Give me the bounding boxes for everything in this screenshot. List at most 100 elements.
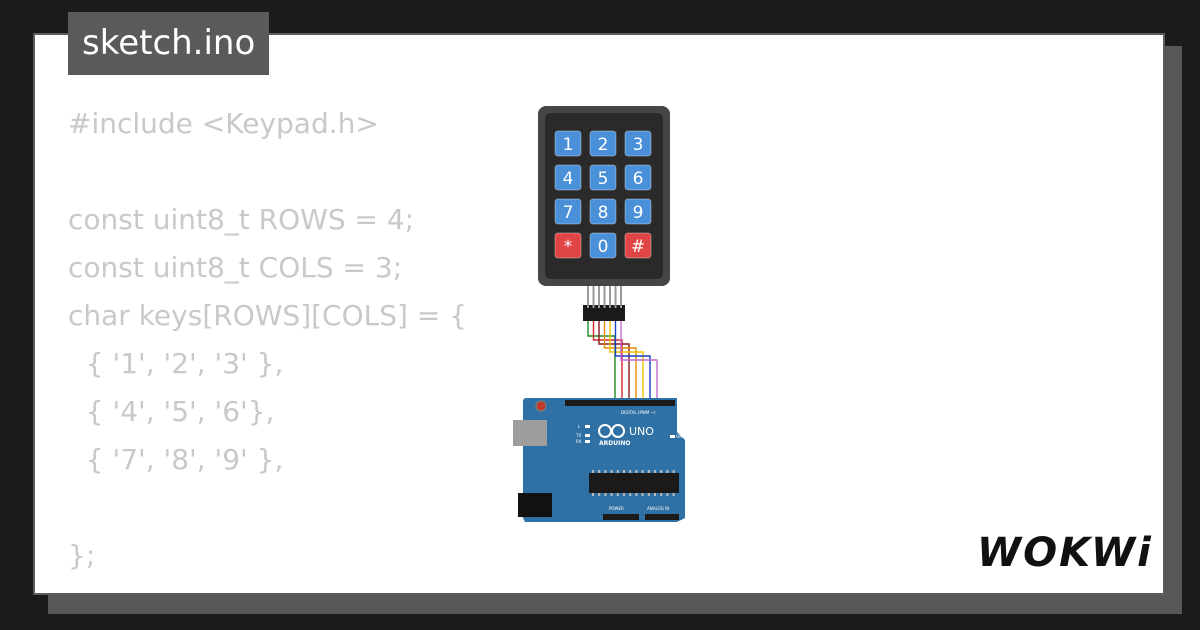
- chip-pin: [672, 493, 675, 496]
- wire: [592, 321, 623, 400]
- chip-pin: [604, 470, 607, 473]
- power-header: [603, 514, 639, 520]
- chip-pin: [660, 470, 663, 473]
- analog-header: [645, 514, 679, 520]
- chip-pin: [666, 470, 669, 473]
- keypad-key[interactable]: 3: [624, 130, 652, 157]
- keypad[interactable]: 1 2 3 4 5 6 7 8 9 * 0 #: [538, 106, 670, 286]
- header-pin: [598, 286, 600, 308]
- chip-pin: [616, 493, 619, 496]
- chip-pin: [641, 493, 644, 496]
- chip-pin: [623, 493, 625, 496]
- code-line: const uint8_t COLS = 3;: [68, 251, 403, 284]
- keypad-key-label: 0: [598, 237, 609, 257]
- code-line: [68, 484, 467, 532]
- arduino-uno-board: UNO ARDUINO DIGITAL (PWM ~) POWER ANALOG…: [513, 398, 685, 522]
- code-line: char keys[ROWS][COLS] = {: [68, 299, 467, 332]
- code-line: { '7', '8', '9' },: [68, 443, 284, 476]
- header-pin: [592, 286, 595, 308]
- chip-pin: [672, 470, 675, 473]
- keypad-key[interactable]: 8: [589, 198, 617, 225]
- header-connector: [583, 305, 625, 321]
- keypad-key-label: 2: [598, 135, 609, 155]
- code-line: { '1', '2', '3' },: [68, 347, 284, 380]
- keypad-key-label: *: [564, 237, 573, 257]
- chip-pin: [592, 470, 594, 473]
- keypad-key[interactable]: 5: [589, 164, 617, 191]
- usb-port: [513, 420, 547, 446]
- wires: [587, 321, 658, 400]
- led-label: RX: [576, 439, 582, 444]
- circuit-diagram: 1 2 3 4 5 6 7 8 9 * 0 # UNO ARDUINO DIGITAL (PWM ~)…: [513, 106, 685, 522]
- header-pin: [620, 286, 622, 308]
- chip-pin: [616, 470, 619, 473]
- file-tab[interactable]: sketch.ino: [68, 12, 270, 75]
- chip-pin: [604, 493, 607, 496]
- keypad-header: [583, 286, 625, 321]
- led-on: [670, 435, 675, 438]
- chip-pin: [610, 470, 613, 473]
- keypad-key-label: 7: [563, 203, 574, 223]
- header-pin: [614, 286, 617, 308]
- keypad-key[interactable]: 6: [624, 164, 652, 191]
- digital-pins-label: DIGITAL (PWM ~): [621, 410, 656, 415]
- header-pin: [587, 286, 589, 308]
- keypad-key-label: #: [631, 237, 645, 257]
- chip-pin: [629, 470, 632, 473]
- chip-pin: [598, 493, 601, 496]
- keypad-key-label: 9: [633, 203, 644, 223]
- code-line: const uint8_t ROWS = 4;: [68, 203, 415, 236]
- file-tab-title: sketch.ino: [82, 23, 256, 63]
- chip-pin: [623, 470, 625, 473]
- code-line: };: [68, 539, 96, 572]
- power-label: POWER: [609, 506, 624, 511]
- wire: [609, 321, 644, 400]
- led-l: [585, 425, 590, 428]
- keypad-key-label: 1: [563, 135, 574, 155]
- keypad-key[interactable]: 9: [624, 198, 652, 225]
- chip-pin: [635, 493, 638, 496]
- keypad-key-label: 3: [633, 135, 644, 155]
- chip-pin: [660, 493, 663, 496]
- wire: [598, 321, 630, 400]
- keypad-key[interactable]: 4: [554, 164, 582, 191]
- header-pin: [609, 286, 611, 308]
- chip-pin: [598, 470, 601, 473]
- wire: [620, 321, 658, 400]
- chip-pin: [641, 470, 644, 473]
- microcontroller-chip: [589, 473, 679, 493]
- wire: [614, 321, 651, 400]
- chip-pin: [610, 493, 613, 496]
- chip-pin: [629, 493, 632, 496]
- chip-pin: [592, 493, 594, 496]
- chip-pin: [654, 493, 656, 496]
- led-rx: [585, 440, 590, 443]
- led-label: ON: [676, 434, 682, 439]
- keypad-key-label: 4: [563, 169, 574, 189]
- keypad-key-label: 6: [633, 169, 644, 189]
- keypad-key[interactable]: 1: [554, 130, 582, 157]
- status-leds: L TX RX ON: [575, 424, 682, 444]
- led-tx: [585, 434, 590, 437]
- keypad-key[interactable]: 7: [554, 198, 582, 225]
- reset-button[interactable]: [535, 400, 547, 412]
- keypad-key[interactable]: 2: [589, 130, 617, 157]
- wokwi-logo-text: WOKWi: [977, 530, 1153, 576]
- wokwi-logo: WOKWi: [977, 530, 1153, 576]
- analog-label: ANALOG IN: [647, 506, 669, 511]
- chip-pin: [647, 493, 650, 496]
- led-label: L: [578, 424, 581, 429]
- keypad-key[interactable]: *: [554, 232, 582, 259]
- keypad-key-label: 5: [598, 169, 609, 189]
- keypad-key[interactable]: 0: [589, 232, 617, 259]
- chip-pin: [666, 493, 669, 496]
- wire: [587, 321, 616, 400]
- keypad-key-label: 8: [598, 203, 609, 223]
- chip-pin: [647, 470, 650, 473]
- wire: [603, 321, 637, 400]
- header-pin: [603, 286, 606, 308]
- board-model-label: UNO: [629, 425, 654, 438]
- chip-pin: [654, 470, 656, 473]
- keypad-key[interactable]: #: [624, 232, 652, 259]
- power-jack: [518, 493, 552, 517]
